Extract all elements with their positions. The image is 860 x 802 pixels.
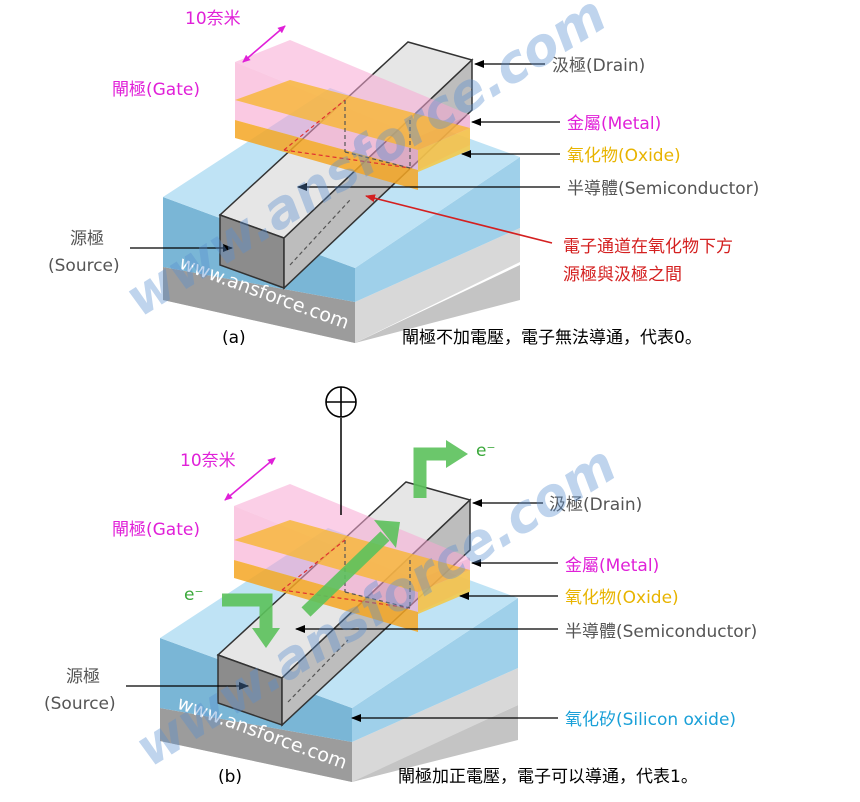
electron-out-arrow	[413, 447, 448, 498]
panel-a-metal-label: 金屬(Metal)	[567, 114, 661, 134]
panel-a: www.ansforce.com 10奈米 閘極(Gate) 汲極(Drain)…	[48, 9, 759, 348]
panel-a-caption: 閘極不加電壓，電子無法導通，代表0。	[402, 328, 702, 348]
panel-b-drain-label: 汲極(Drain)	[549, 495, 642, 515]
panel-a-gate-label: 閘極(Gate)	[112, 80, 200, 100]
panel-a-size-label: 10奈米	[185, 9, 241, 29]
panel-b-oxide-label: 氧化物(Oxide)	[565, 588, 679, 608]
panel-b-electron-out-label: e⁻	[476, 441, 495, 461]
panel-b-size-label: 10奈米	[180, 451, 236, 471]
electron-flow-arrows	[222, 440, 468, 648]
panel-b-semiconductor-label: 半導體(Semiconductor)	[565, 622, 757, 642]
panel-b-silicon-oxide-label: 氧化矽(Silicon oxide)	[565, 710, 736, 730]
panel-a-source-label-line2: (Source)	[48, 256, 120, 276]
panel-b-electron-in-label: e⁻	[184, 585, 203, 605]
electron-channel-arrow	[301, 531, 390, 617]
positive-voltage-icon	[325, 386, 357, 418]
panel-a-drain-label: 汲極(Drain)	[552, 56, 645, 76]
panel-b-tag: (b)	[218, 767, 242, 787]
panel-a-source-label-line1: 源極	[70, 229, 104, 249]
panel-b-gate-label: 閘極(Gate)	[112, 520, 200, 540]
panel-a-size-arrow	[242, 25, 286, 63]
panel-b-source-label-line2: (Source)	[44, 694, 116, 714]
panel-a-channel-note-line2: 源極與汲極之間	[563, 265, 682, 285]
panel-b-source-label-line1: 源極	[66, 667, 100, 687]
electron-in-arrow	[222, 593, 273, 630]
panel-b: www.ansforce.com e⁻ e⁻ 10奈米 閘極(Gate) 汲極(…	[44, 386, 757, 787]
panel-a-channel-arrow	[365, 194, 553, 244]
panel-b-size-arrow	[224, 457, 276, 501]
panel-a-semiconductor-label: 半導體(Semiconductor)	[567, 179, 759, 199]
panel-a-tag: (a)	[222, 328, 246, 348]
panel-a-channel-note-line1: 電子通道在氧化物下方	[563, 237, 733, 257]
panel-a-oxide-label: 氧化物(Oxide)	[567, 146, 681, 166]
panel-b-metal-label: 金屬(Metal)	[565, 556, 659, 576]
panel-b-caption: 閘極加正電壓，電子可以導通，代表1。	[398, 767, 698, 787]
transistor-3d-model	[163, 40, 520, 343]
